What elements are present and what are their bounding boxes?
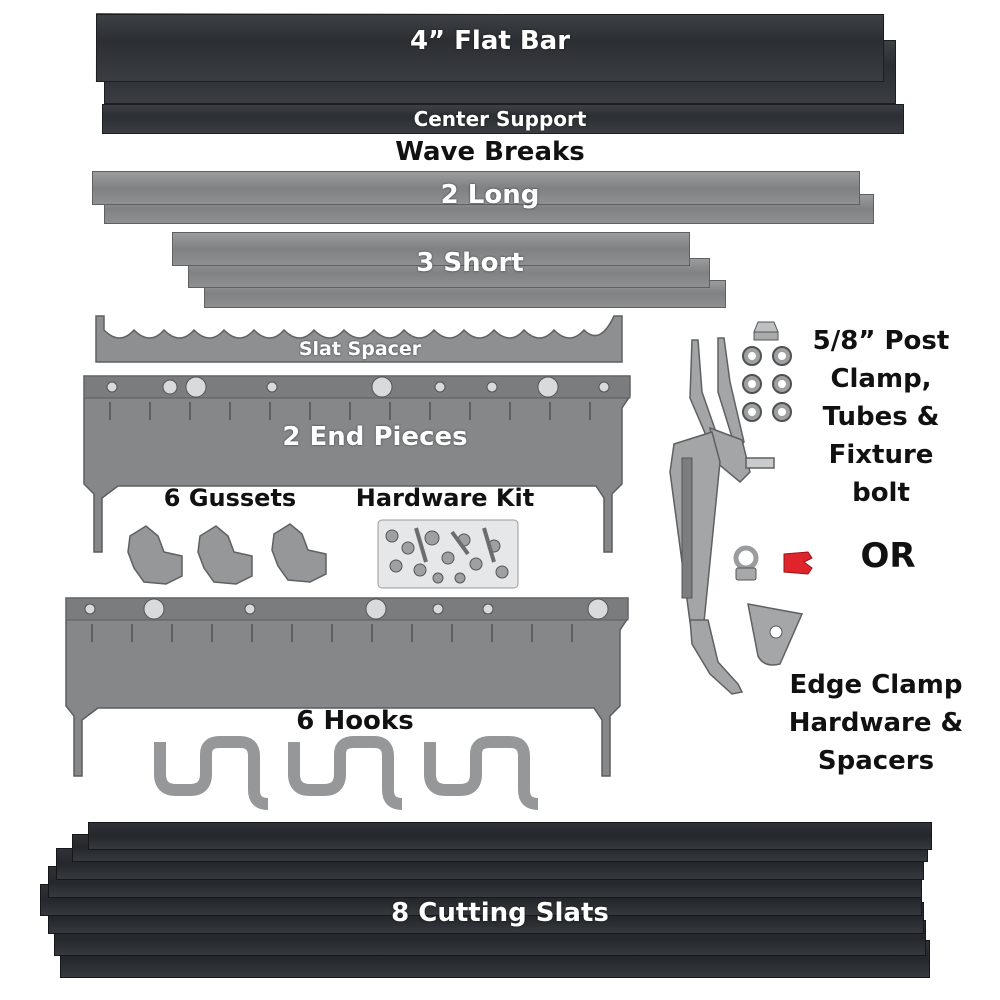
flat-bar-label: 4” Flat Bar (409, 26, 571, 56)
slat-spacer-label: Slat Spacer (298, 338, 422, 360)
long-wave-break-1 (92, 171, 860, 205)
eye-nut (733, 545, 759, 581)
post-clamp-label: 5/8” Post Clamp, Tubes & Fixture bolt (796, 322, 966, 512)
edge-clamp-label: Edge Clamp Hardware & Spacers (786, 666, 966, 780)
edge-clamp-line-1: Edge Clamp (789, 670, 963, 700)
two-long-label: 2 Long (440, 180, 540, 210)
post-clamp-line-3: Tubes & (822, 402, 940, 432)
wave-breaks-label: Wave Breaks (395, 137, 585, 167)
or-label: OR (860, 536, 916, 576)
gussets-label: 6 Gussets (163, 484, 297, 512)
end-piece-2 (65, 597, 629, 777)
edge-clamp-line-3: Spacers (817, 746, 935, 776)
flat-bar-3 (96, 14, 884, 82)
end-pieces-label: 2 End Pieces (282, 422, 468, 452)
cutting-slats-label: 8 Cutting Slats (391, 898, 609, 928)
edge-clamp-line-2: Hardware & (788, 708, 964, 738)
hooks-label: 6 Hooks (296, 706, 414, 736)
gussets (127, 523, 327, 585)
slat-spacer (95, 315, 623, 363)
post-clamp-line-1: 5/8” Post (812, 326, 950, 356)
center-support-label: Center Support (413, 107, 587, 131)
hardware-kit-label: Hardware Kit (355, 484, 535, 512)
short-wave-break-1 (172, 232, 690, 266)
center-support-bar (102, 104, 904, 134)
edge-clamp-plate (747, 603, 804, 666)
hardware-kit-bag (377, 519, 519, 589)
post-clamp-line-2: Clamp, (830, 364, 932, 394)
post-clamp-line-4: Fixture bolt (828, 440, 934, 508)
three-short-label: 3 Short (416, 248, 524, 278)
hooks (154, 736, 539, 810)
end-piece-1 (83, 375, 631, 553)
cutting-slat-1 (88, 822, 932, 850)
tubes-and-fixture-bolt (742, 321, 792, 422)
post-clamp (669, 337, 775, 695)
red-spacer (783, 551, 813, 575)
